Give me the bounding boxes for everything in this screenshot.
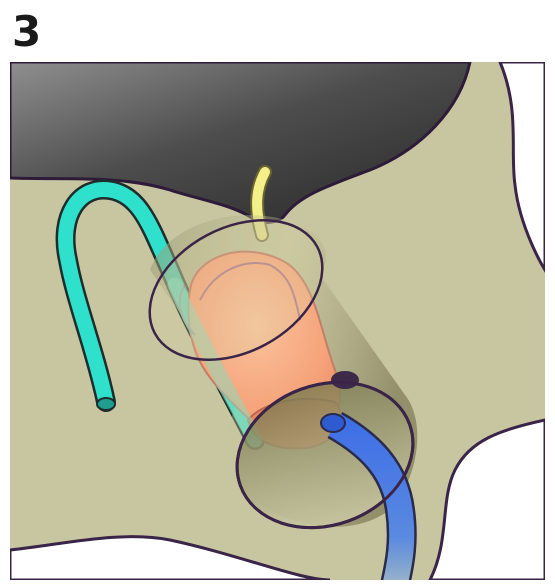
teal-tube-end [97, 398, 115, 410]
blue-tube-end [321, 414, 345, 432]
dark-nub [331, 371, 359, 389]
